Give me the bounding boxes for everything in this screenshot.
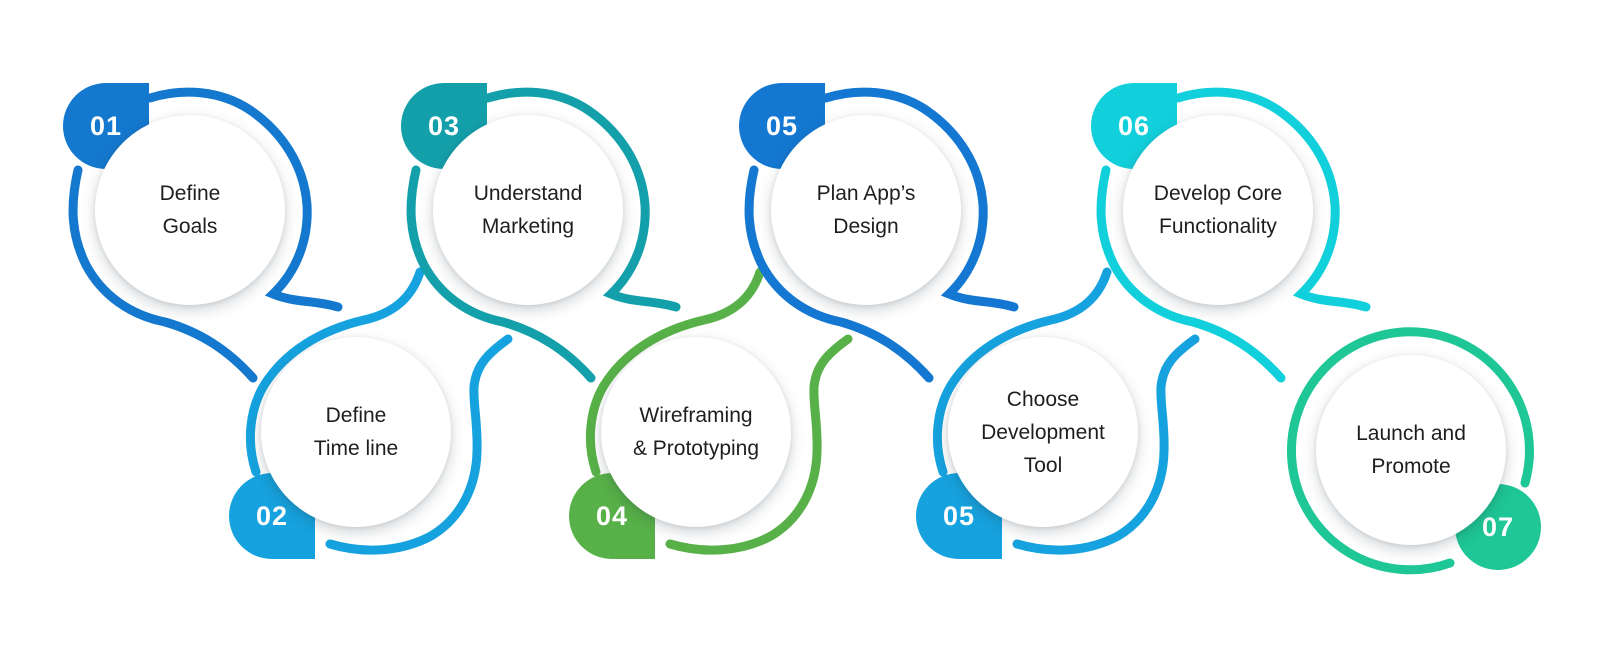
step-6-title: Choose Development Tool	[981, 387, 1105, 477]
step-5-curve	[744, 165, 934, 383]
step-3-number: 03	[427, 110, 461, 141]
step-3-curve	[483, 87, 681, 312]
step-4-curve	[585, 267, 765, 477]
step-8-curve	[1286, 327, 1534, 575]
step-2-circle: Define Time line	[261, 337, 451, 527]
step-8-title: Launch and Promote	[1356, 422, 1466, 478]
step-5-number: 05	[765, 110, 799, 141]
step-1-number: 01	[89, 110, 123, 141]
step-1-title: Define Goals	[159, 182, 221, 238]
step-5-title: Plan App’s Design	[816, 182, 916, 238]
step-7-number: 06	[1117, 110, 1151, 141]
step-3-curve	[406, 165, 596, 383]
step-6-curve	[932, 267, 1112, 477]
step-5-curve	[821, 87, 1019, 312]
step-1-curve	[145, 87, 343, 312]
step-3-badge: 03	[401, 83, 487, 169]
step-8-circle: Launch and Promote	[1316, 355, 1506, 545]
step-1-circle: Define Goals	[95, 115, 285, 305]
step-5-circle: Plan App’s Design	[771, 115, 961, 305]
step-7-title: Develop Core Functionality	[1153, 182, 1283, 238]
step-4-circle: Wireframing & Prototyping	[601, 337, 791, 527]
step-4-title: Wireframing & Prototyping	[632, 404, 760, 460]
step-4-number: 04	[595, 500, 629, 531]
step-4-badge: 04	[569, 473, 655, 559]
step-8-number: 07	[1481, 511, 1515, 542]
step-6-curve	[1012, 334, 1200, 555]
step-2-curve	[325, 334, 513, 555]
step-7-circle: Develop Core Functionality	[1123, 115, 1313, 305]
step-7-curve	[1173, 87, 1371, 312]
step-2-curve	[245, 267, 425, 477]
step-3-circle: Understand Marketing	[433, 115, 623, 305]
step-7-curve	[1096, 165, 1286, 383]
step-6-number: 05	[942, 500, 976, 531]
step-1-curve	[68, 165, 258, 383]
step-4-curve	[665, 334, 853, 555]
step-2-number: 02	[255, 500, 289, 531]
step-6-circle: Choose Development Tool	[948, 337, 1138, 527]
step-6-badge: 05	[916, 473, 1002, 559]
step-2-title: Define Time line	[313, 404, 399, 460]
step-3-title: Understand Marketing	[473, 182, 583, 238]
